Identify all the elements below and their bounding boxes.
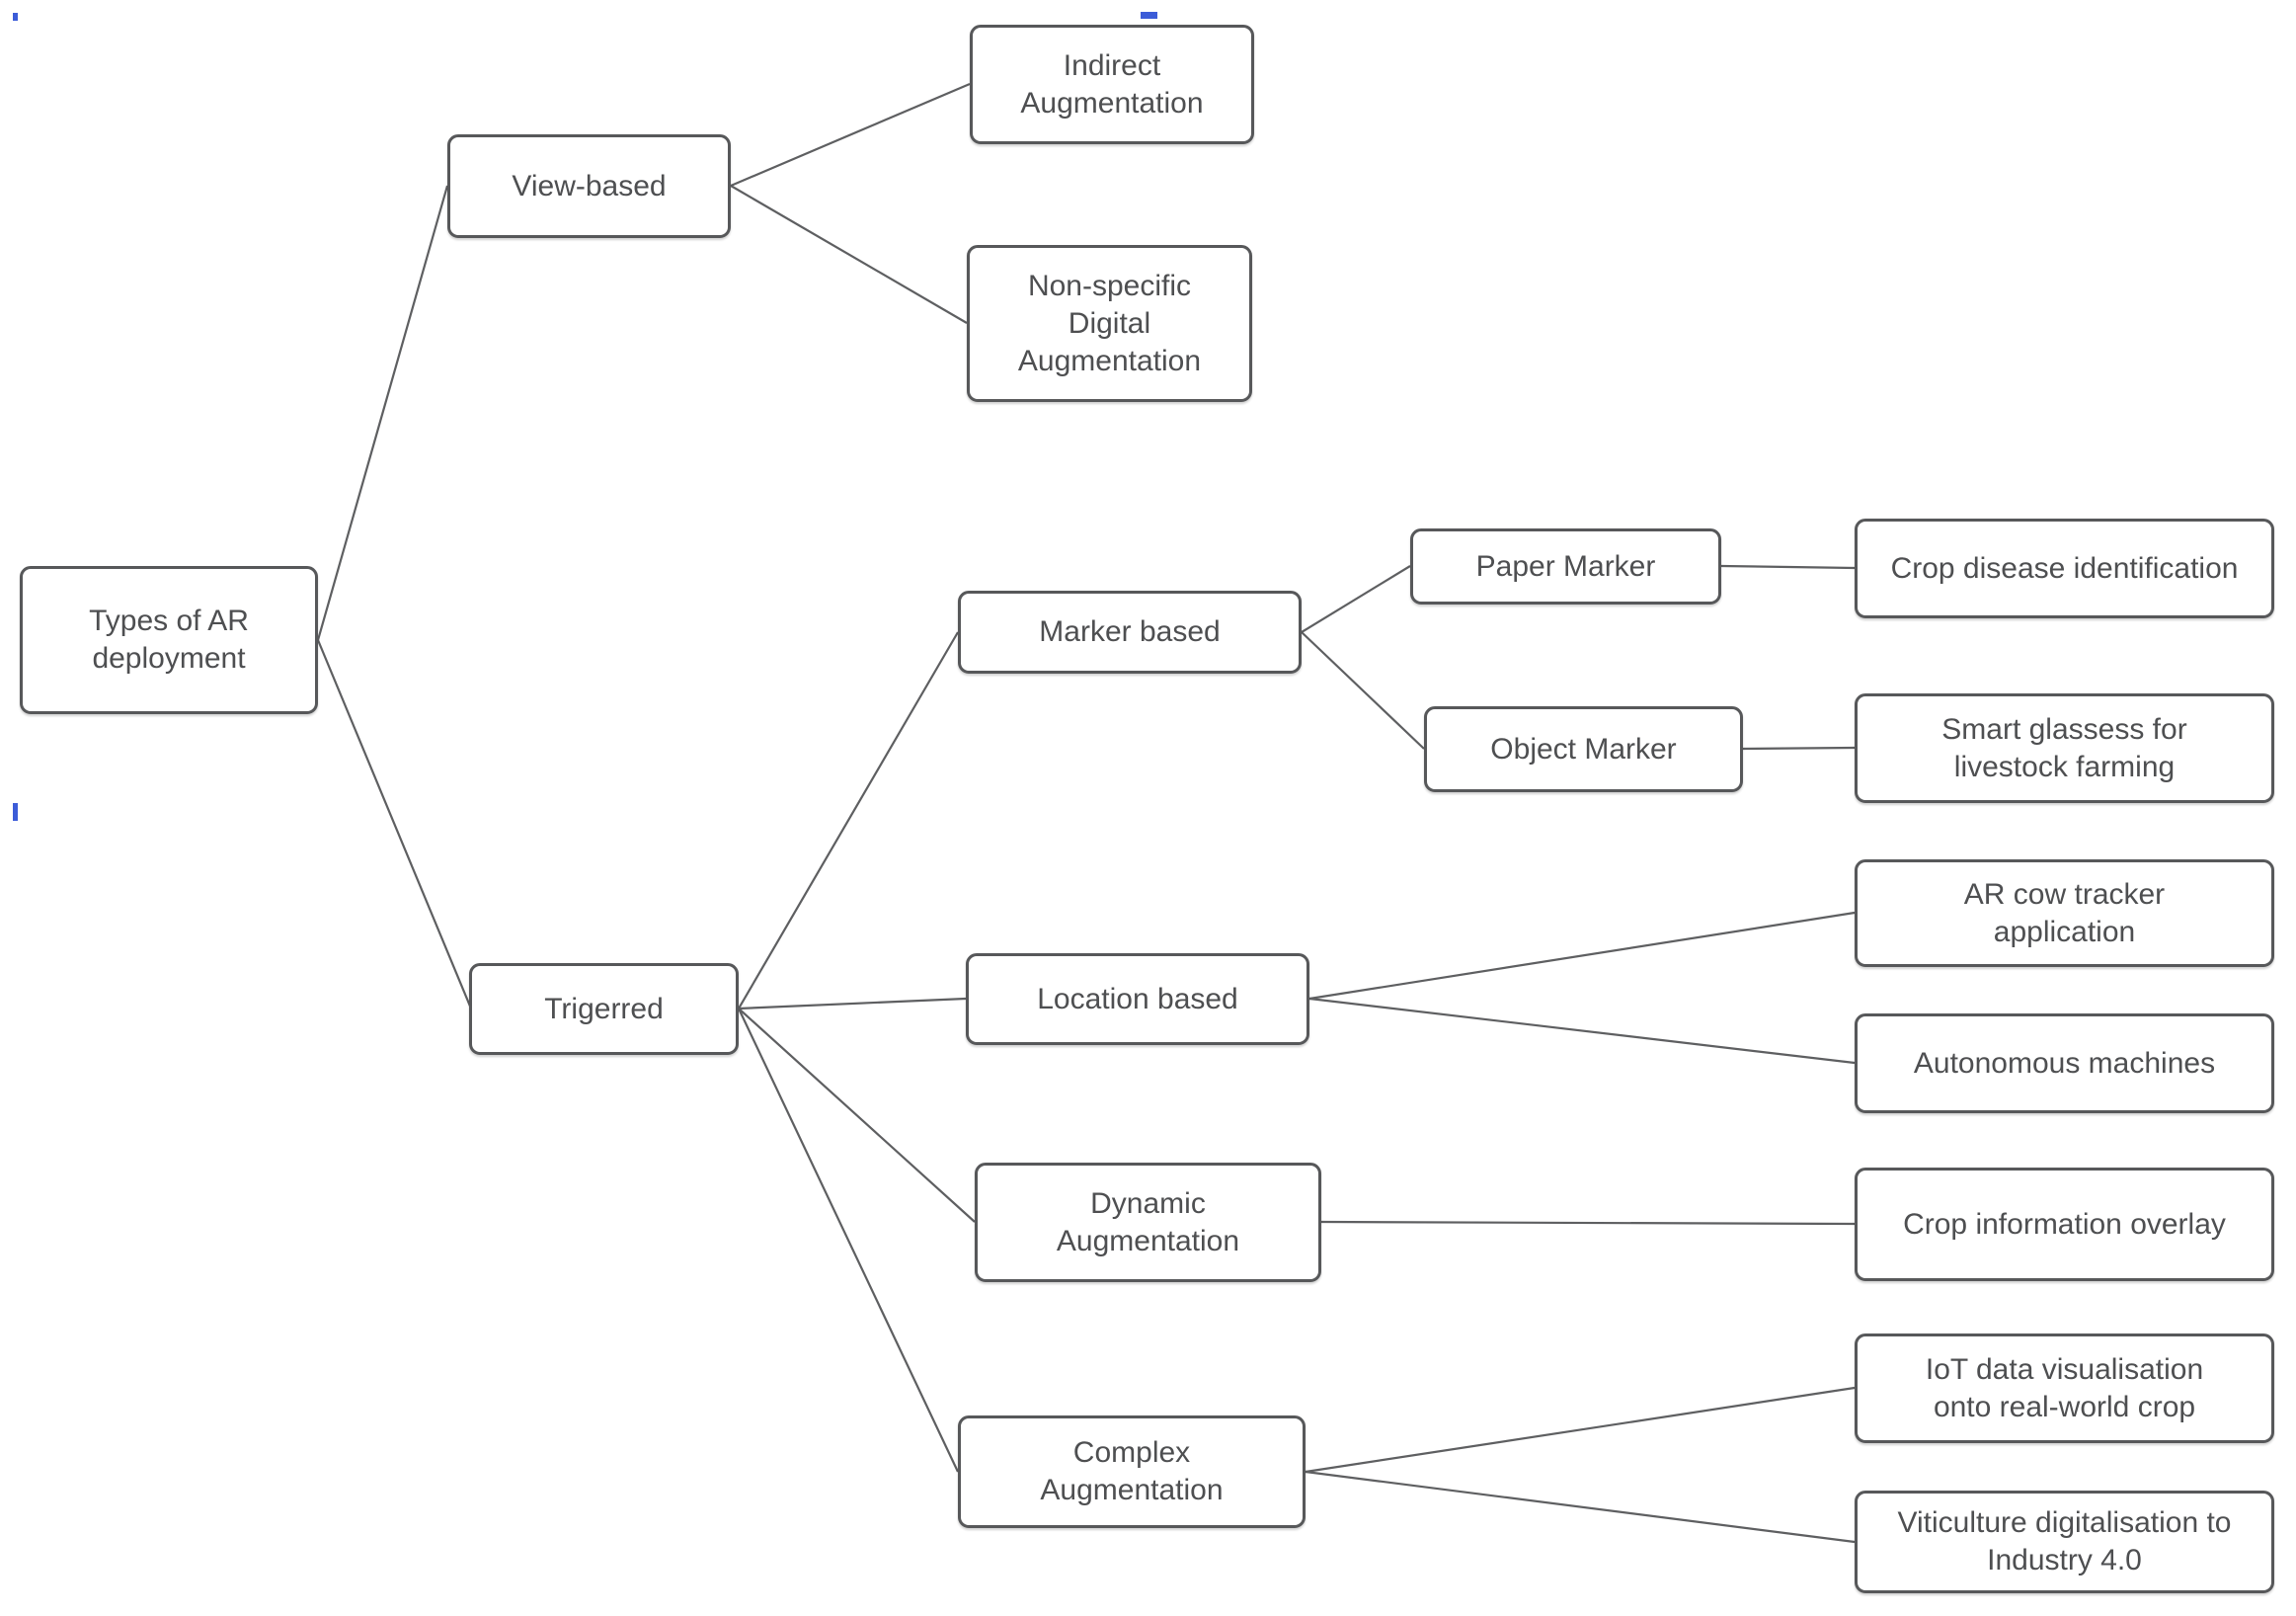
edge-trigerred-dynamic-aug: [738, 1008, 976, 1223]
text-cursor-artifact-top-center: [1141, 12, 1157, 19]
edge-dynamic-aug-crop-overlay: [1320, 1220, 1856, 1226]
node-marker-based: Marker based: [958, 591, 1302, 674]
node-crop-information-overlay: Crop information overlay: [1855, 1168, 2274, 1281]
edge-complex-aug-iot: [1305, 1386, 1856, 1474]
node-paper-marker: Paper Marker: [1410, 528, 1721, 605]
node-location-based: Location based: [966, 953, 1309, 1045]
edge-view-based-non-specific: [730, 185, 968, 324]
edge-root-view-based: [316, 185, 449, 641]
edge-complex-aug-viticulture: [1305, 1470, 1856, 1544]
node-trigerred: Trigerred: [469, 963, 739, 1055]
edge-location-based-autonomous: [1308, 997, 1856, 1065]
node-crop-disease-identification: Crop disease identification: [1855, 519, 2274, 618]
text-cursor-artifact-top-left: [13, 13, 18, 21]
edge-trigerred-location-based: [738, 997, 967, 1010]
edge-marker-based-object-marker: [1301, 631, 1425, 750]
edge-paper-marker-crop-disease: [1720, 564, 1856, 570]
node-autonomous-machines: Autonomous machines: [1855, 1013, 2274, 1113]
edge-trigerred-marker-based: [738, 631, 959, 1010]
text-cursor-artifact-left-middle: [13, 803, 18, 821]
edge-object-marker-smart-glasses: [1742, 746, 1856, 751]
edge-location-based-ar-cow: [1308, 911, 1856, 1001]
edge-view-based-indirect: [730, 82, 971, 188]
edge-root-trigerred: [316, 639, 473, 1010]
edge-trigerred-complex-aug: [738, 1008, 959, 1473]
node-object-marker: Object Marker: [1424, 706, 1743, 792]
edge-marker-based-paper-marker: [1301, 565, 1411, 633]
node-view-based: View-based: [447, 134, 731, 238]
